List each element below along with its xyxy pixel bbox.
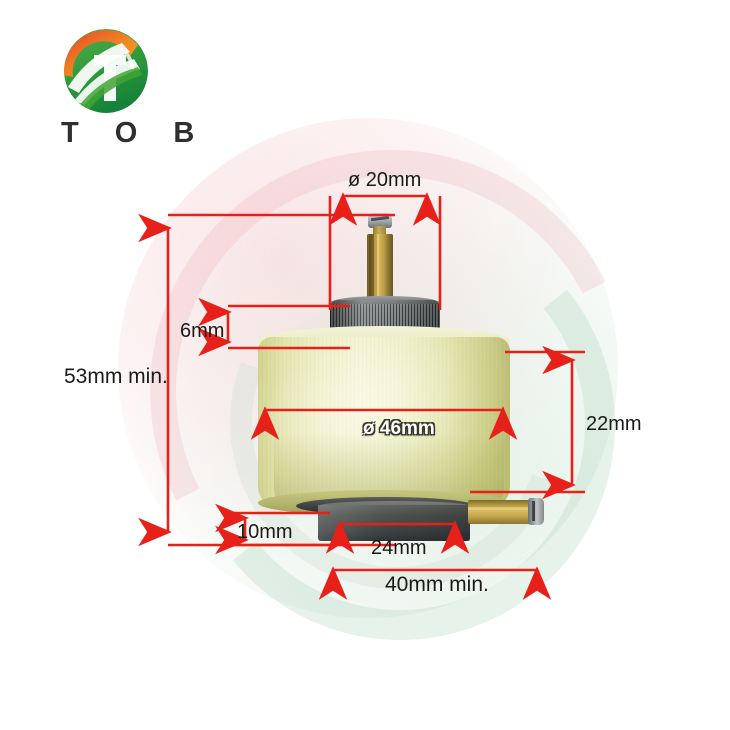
dimension-label-body-diameter: ø 46mm xyxy=(363,418,435,439)
dimension-label-base-height: 10mm xyxy=(237,521,293,543)
brass-side-screw-post xyxy=(468,500,530,524)
side-post-highlight xyxy=(468,507,530,510)
dimension-label-base-width: 24mm xyxy=(371,537,427,559)
dimension-label-knob-diameter: ø 20mm xyxy=(348,169,422,191)
brand-logo: T O B xyxy=(55,25,215,149)
dimension-label-overall-width: 40mm min. xyxy=(385,573,489,596)
brass-hex-post xyxy=(367,234,393,302)
hex-post-shadow-facet xyxy=(369,234,374,302)
side-screw-slot xyxy=(532,501,535,521)
dimension-label-body-height: 22mm xyxy=(586,413,642,435)
hex-post-highlight-edge xyxy=(377,234,379,302)
tob-circular-swoosh-logo-icon xyxy=(60,25,152,117)
brand-name: T O B xyxy=(61,117,209,149)
dimension-label-knob-height: 6mm xyxy=(180,320,225,342)
dimension-label-overall-height: 53mm min. xyxy=(64,365,168,388)
top-screw-neck xyxy=(373,226,386,236)
